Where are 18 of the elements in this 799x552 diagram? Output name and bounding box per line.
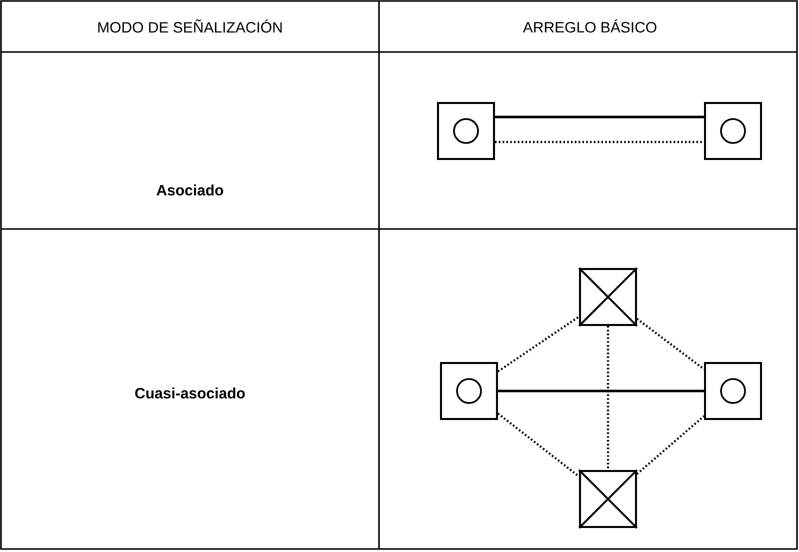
signaling-point-box: [440, 362, 498, 420]
signaling-point-box: [704, 362, 762, 420]
signaling-point-box: [704, 102, 762, 160]
link-line: [495, 116, 704, 118]
column-header: ARREGLO BÁSICO: [522, 19, 656, 33]
signaling-point-box: [437, 102, 495, 160]
dotted-link-line: [636, 318, 705, 370]
transfer-point-box: [578, 267, 638, 327]
row-label: Cuasi-asociado: [135, 388, 245, 398]
dotted-link-line: [636, 415, 705, 475]
link-line: [498, 390, 704, 392]
row-label: Asociado: [156, 184, 224, 196]
column-header: MODO DE SEÑALIZACIÓN: [98, 19, 282, 33]
transfer-point-box: [578, 469, 638, 529]
dotted-link-line: [606, 326, 610, 470]
dotted-link-line: [497, 412, 580, 478]
dotted-link-line: [497, 316, 580, 372]
dotted-link-line: [495, 140, 704, 144]
